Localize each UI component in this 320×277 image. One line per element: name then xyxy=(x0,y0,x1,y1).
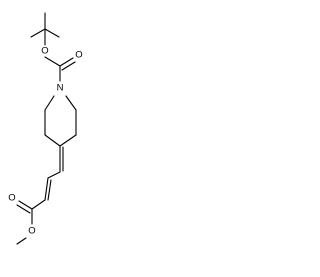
atom-label-ester-methoxy-oxygen: O xyxy=(28,226,35,237)
bond-carbonyl-c-o-double-2 xyxy=(61,61,76,71)
bond-chain-c3-to-ester-c xyxy=(31,199,46,210)
bond-ring-c4-c5 xyxy=(59,134,77,147)
atom-label-boc-ether-oxygen: O xyxy=(41,46,48,57)
bond-ester-c-o-double-1 xyxy=(18,200,33,210)
bond-carbonyl-c-o-double-1 xyxy=(59,57,74,67)
bond-chain-c1-c2 xyxy=(47,171,61,179)
bond-ether-o-to-carbonyl-c xyxy=(44,56,61,67)
bond-ester-c-o-double-2 xyxy=(16,204,31,214)
tert-butyl-group xyxy=(30,12,60,46)
bond-tbu-methyl-left xyxy=(30,28,46,38)
bond-n-to-ring-c2 xyxy=(44,95,55,111)
atom-labels: O O N O O xyxy=(8,46,82,237)
bond-ring-c3-c4 xyxy=(44,134,61,147)
atom-label-ring-nitrogen: N xyxy=(57,83,64,94)
butenoate-chain xyxy=(31,145,64,210)
atom-label-boc-carbonyl-oxygen: O xyxy=(75,50,82,61)
methyl-ester-group xyxy=(16,200,33,245)
atom-label-ester-carbonyl-oxygen: O xyxy=(8,193,15,204)
bond-tbu-methyl-right xyxy=(44,28,60,38)
molecule-structure-diagram: O O N O O xyxy=(8,12,83,245)
bond-methoxy-o-to-methyl xyxy=(16,237,27,245)
piperidine-ring xyxy=(44,95,77,147)
bond-ring-c6-to-n xyxy=(65,95,77,111)
boc-carbamate-group xyxy=(44,56,76,82)
bond-chain-c2-c3-double-1 xyxy=(44,177,49,201)
bond-chain-c2-c3-double-2 xyxy=(47,179,52,201)
